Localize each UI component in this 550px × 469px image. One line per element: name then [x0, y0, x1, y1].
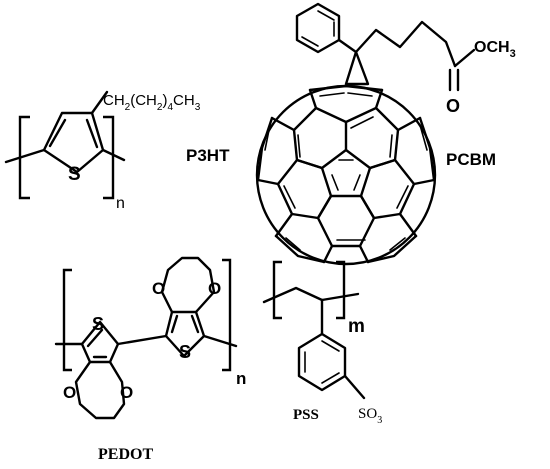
p3ht-structure: S n CH2(CH2)4CH3 P3HT	[4, 90, 230, 212]
p3ht-double-bond-2	[85, 118, 99, 149]
pcbm-structure: OCH3 O PCBM	[255, 2, 516, 266]
pedot-oxygen-right-1: O	[152, 279, 165, 298]
pedot-bracket-left	[62, 268, 72, 372]
pedot-right-double-1	[170, 314, 179, 334]
p3ht-bracket-left	[18, 115, 30, 200]
pss-backbone	[262, 286, 360, 304]
p3ht-side-chain-formula: CH2(CH2)4CH3	[103, 92, 201, 113]
pss-bracket-right	[336, 260, 346, 320]
pedot-dioxane-left	[74, 360, 126, 420]
pcbm-cyclopropane	[344, 50, 370, 86]
pss-benzene-inner-1	[321, 340, 340, 352]
p3ht-side-chain-bond	[90, 90, 109, 115]
pedot-oxygen-right-2: O	[208, 279, 221, 298]
p3ht-backbone-left	[4, 148, 46, 164]
pedot-dioxane-right	[160, 256, 216, 314]
fullerene-cage	[255, 84, 437, 266]
pss-sulfonate-bond	[343, 374, 366, 400]
pedot-label: PEDOT	[98, 446, 153, 463]
p3ht-bracket-right	[103, 115, 115, 200]
p3ht-sulfur-atom: S	[68, 164, 81, 185]
pcbm-phenyl-ring	[295, 2, 341, 54]
pedot-oxygen-left-1: O	[63, 383, 76, 402]
pedot-inter-ring-bond	[116, 334, 168, 346]
pedot-thiophene-left	[80, 320, 120, 364]
pcbm-phenyl-inner-2	[301, 36, 319, 47]
pedot-left-double-1	[86, 328, 104, 348]
p3ht-repeat-index: n	[116, 195, 125, 212]
pcbm-label: PCBM	[446, 150, 496, 169]
pedot-sulfur-left: S	[92, 314, 104, 334]
pedot-right-double-2	[190, 314, 200, 334]
pss-benzene-ring	[297, 332, 347, 392]
pss-sulfonate-group: SO3	[358, 406, 382, 426]
p3ht-double-bond-1	[48, 118, 67, 148]
pcbm-phenyl-inner-1	[317, 10, 335, 21]
pcbm-ester-bond	[453, 48, 476, 68]
pss-label: PSS	[293, 407, 319, 423]
pcbm-phenyl-bond	[337, 38, 358, 54]
pedot-bracket-right	[222, 258, 232, 372]
pedot-thiophene-right	[164, 310, 206, 358]
pss-benzene-inner-2	[321, 372, 340, 384]
pedot-sulfur-right: S	[179, 342, 191, 362]
pss-structure: m SO3 PSS	[262, 260, 382, 426]
p3ht-label: P3HT	[186, 146, 230, 165]
pedot-structure: O O S O O S n PEDOT	[54, 256, 246, 463]
pedot-repeat-index: n	[236, 369, 246, 388]
pss-bracket-left	[272, 260, 282, 320]
p3ht-thiophene-ring	[42, 111, 105, 174]
pcbm-alkyl-chain	[354, 20, 457, 68]
pcbm-methyl-ester: OCH3	[474, 39, 516, 60]
pedot-oxygen-left-2: O	[120, 383, 133, 402]
pss-repeat-index: m	[348, 316, 365, 337]
pcbm-carbonyl-oxygen: O	[446, 96, 460, 116]
